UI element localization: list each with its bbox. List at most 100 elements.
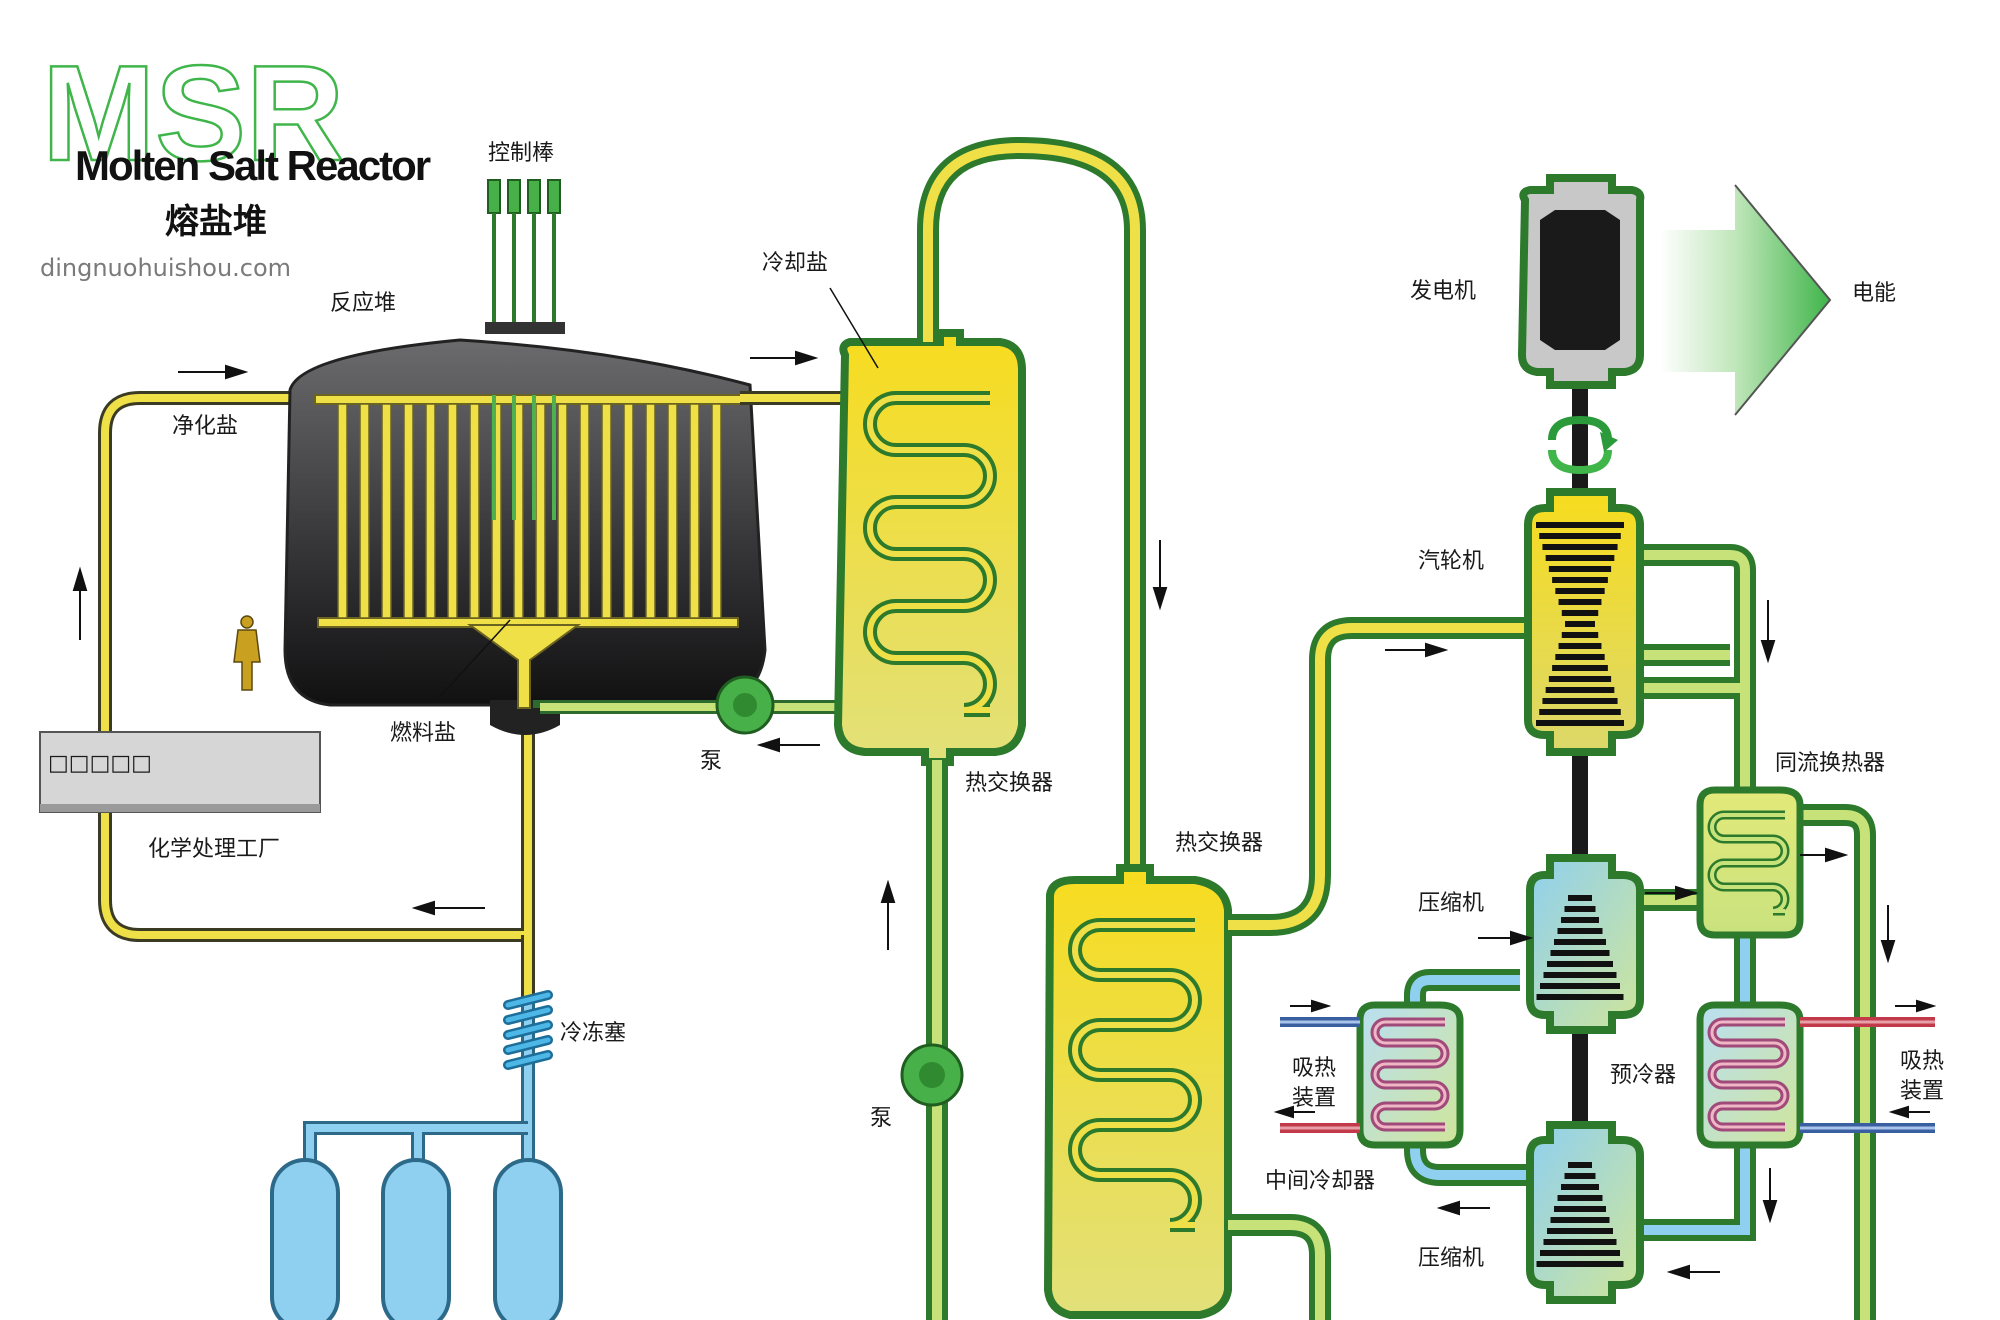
intercooler [1280,1001,1464,1149]
label-generator: 发电机 [1410,279,1476,304]
fuel-channel [667,403,678,619]
compressor-blade [1568,895,1592,901]
turbine-blade [1558,599,1602,605]
purification-loop [98,391,535,1170]
turbine-blade [1565,621,1595,627]
compressor-blade [1568,1162,1592,1168]
turbine-blades [1536,522,1624,726]
turbine-blade [1545,687,1615,693]
arrow-left-sink-out [1273,1105,1315,1119]
chemical-plant-panel: □□□□□ [48,751,152,776]
arrow-left-sink-in [1290,999,1332,1013]
arrow-left-comp2 [1666,1264,1720,1280]
turbine-blade [1536,720,1624,726]
logo: MSR Molten Salt Reactor 熔盐堆 dingnuohuish… [40,36,433,282]
compressor-blade [1557,928,1603,934]
arrow-down-right [1880,905,1896,964]
label-heat-exchanger-1: 热交换器 [965,771,1053,796]
arrow-right-sink-in [1895,999,1937,1013]
compressor-blade [1540,1250,1620,1256]
compressor-blade [1550,1217,1610,1223]
label-compressor-2: 压缩机 [1418,1246,1484,1271]
fuel-channel [359,403,370,619]
label-purified-salt: 净化盐 [172,414,238,439]
turbine-blade [1539,709,1621,715]
generator [1517,174,1645,389]
arrow-up-secondary [880,879,896,950]
pump-1 [715,675,775,735]
fuel-channel [447,403,458,619]
label-compressor-1: 压缩机 [1418,891,1484,916]
compressor-blade [1554,1206,1606,1212]
label-electricity: 电能 [1852,281,1896,306]
turbine-blade [1548,676,1612,682]
arrow-up-left [72,566,88,640]
compressor-blade [1564,906,1596,912]
turbine-blade [1561,610,1599,616]
logo-chinese: 熔盐堆 [165,202,267,242]
label-recuperator: 同流换热器 [1775,751,1885,776]
electricity-arrow [1660,184,1832,416]
arrow-left-pump [756,737,820,753]
turbine-blade [1545,555,1615,561]
fuel-channel [469,403,480,619]
turbine-blade [1548,566,1612,572]
label-intercooler: 中间冷却器 [1265,1169,1375,1194]
turbine-blade [1561,632,1599,638]
arrow-left-sink-right [1888,1105,1930,1119]
arrow-right-purified [178,364,249,380]
compressor-blade [1554,939,1606,945]
label-pump-2: 泵 [870,1106,892,1131]
logo-english: Molten Salt Reactor [75,142,431,189]
turbine-blade [1552,665,1608,671]
fuel-channel [535,403,546,619]
arrow-down-precooler [1762,1168,1778,1224]
drain-tanks [270,1158,563,1320]
label-heat-sink-right-2: 装置 [1900,1079,1944,1104]
compressor-1 [1526,854,1644,1034]
arrow-left-bottom [411,900,485,916]
arrow-right-comp1 [1645,885,1699,901]
label-pump-1: 泵 [700,749,722,774]
arrow-right-recup [1800,847,1849,863]
fuel-channel [623,403,634,619]
person-figure [233,615,261,691]
compressor-2-blades [1536,1162,1624,1267]
turbine-blade [1542,698,1618,704]
turbine-blade [1552,577,1608,583]
logo-msr: MSR [42,37,344,189]
turbine-blade [1542,544,1618,550]
fuel-channel [579,403,590,619]
steam-turbine [1524,488,1644,756]
power-conversion-loops [1404,544,1876,1320]
label-precooler: 预冷器 [1610,1063,1676,1088]
label-control-rods: 控制棒 [488,141,554,166]
turbine-blade [1555,588,1605,594]
label-heat-sink-left-1: 吸热 [1292,1056,1336,1081]
fuel-channel [557,403,568,619]
gas-loop [1228,617,1530,1320]
rotation-arrow [1548,415,1618,475]
label-heat-exchanger-2: 热交换器 [1175,831,1263,856]
label-freeze-plug: 冷冻塞 [560,1021,626,1046]
fuel-channel [403,403,414,619]
arrow-left-intercooler [1436,1200,1490,1216]
compressor-blade [1557,1195,1603,1201]
fuel-channel [689,403,700,619]
turbine-blade [1558,643,1602,649]
labels: 控制棒 反应堆 冷却盐 净化盐 燃料盐 泵 热交换器 热交换器 化学处理工厂 冷… [148,141,1944,1271]
pump-2 [900,1043,964,1107]
compressor-2 [1526,1121,1644,1304]
arrow-right-comp1-in [1478,930,1534,946]
control-rods [485,179,565,520]
flow-arrows [72,350,1937,1280]
heat-exchanger-1 [833,329,1026,766]
recuperator [1696,786,1804,939]
fuel-channel [601,403,612,619]
label-reactor: 反应堆 [330,291,396,316]
compressor-1-blades [1536,895,1624,1000]
turbine-blade [1555,654,1605,660]
arrow-down-recup [1760,600,1776,664]
arrow-right-coolant [750,350,819,366]
compressor-blade [1547,1228,1613,1234]
